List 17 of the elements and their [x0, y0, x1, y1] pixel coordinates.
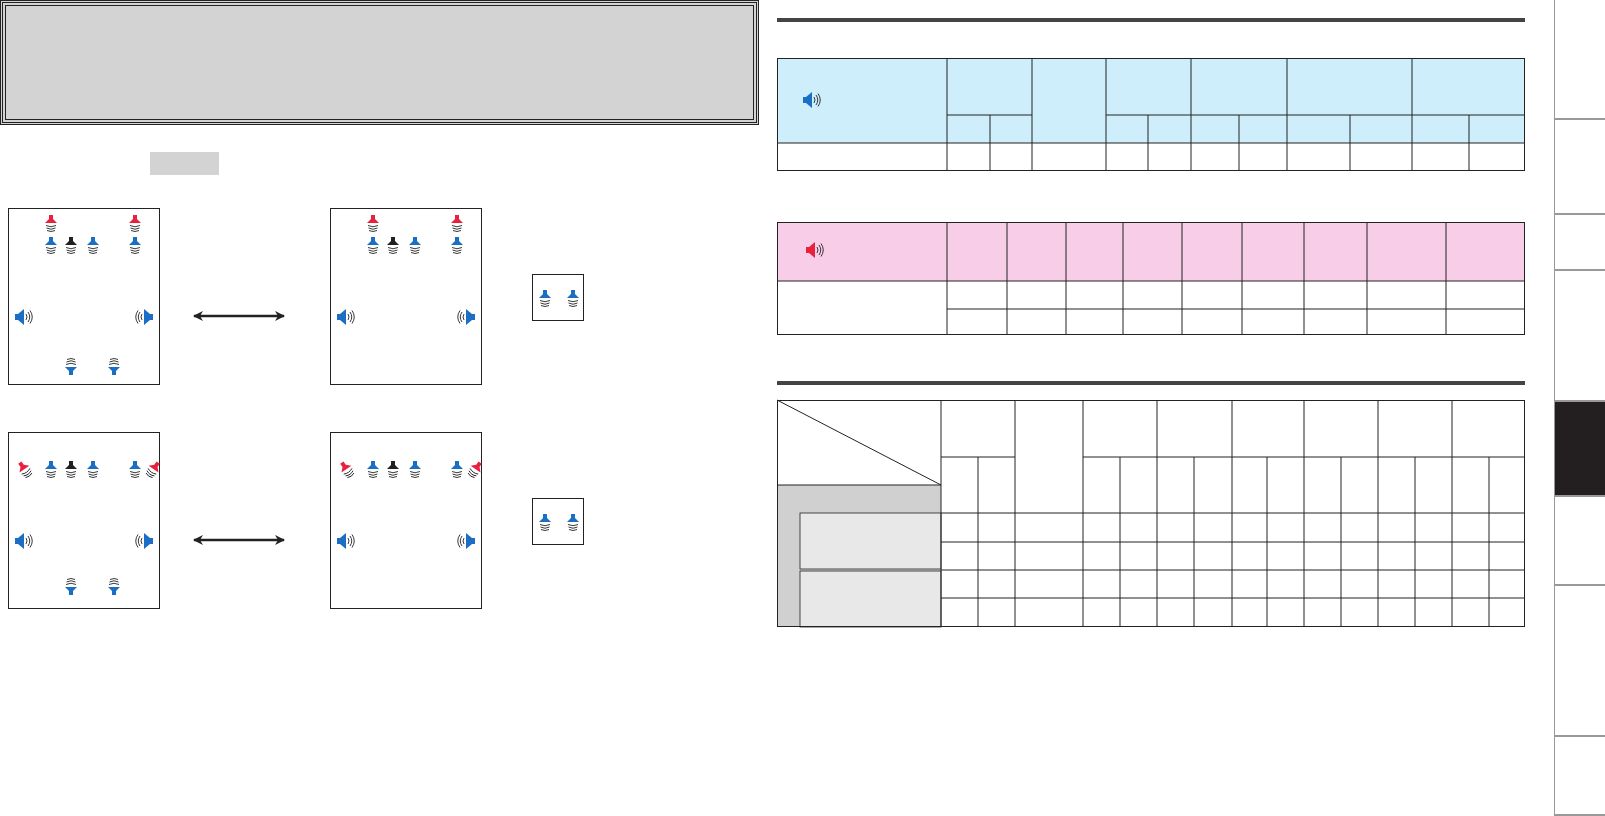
double-arrow: [193, 534, 285, 545]
side-tab: [1554, 215, 1605, 271]
room-layout-box: [330, 432, 482, 609]
double-arrow: [193, 310, 285, 321]
side-tab: [1554, 737, 1605, 816]
room-layout-box: [8, 432, 160, 609]
room-layout-box: [330, 208, 482, 385]
side-tab: [1554, 497, 1605, 586]
side-tab: [1554, 271, 1605, 402]
room-layout-box: [532, 274, 584, 321]
active-side-tab: [1554, 402, 1605, 497]
room-layout-box: [532, 498, 584, 545]
title-banner: [0, 0, 759, 125]
room-layout-box: [8, 208, 160, 385]
side-tab: [1554, 120, 1605, 215]
side-tab: [1554, 586, 1605, 737]
side-tab: [1554, 0, 1605, 120]
